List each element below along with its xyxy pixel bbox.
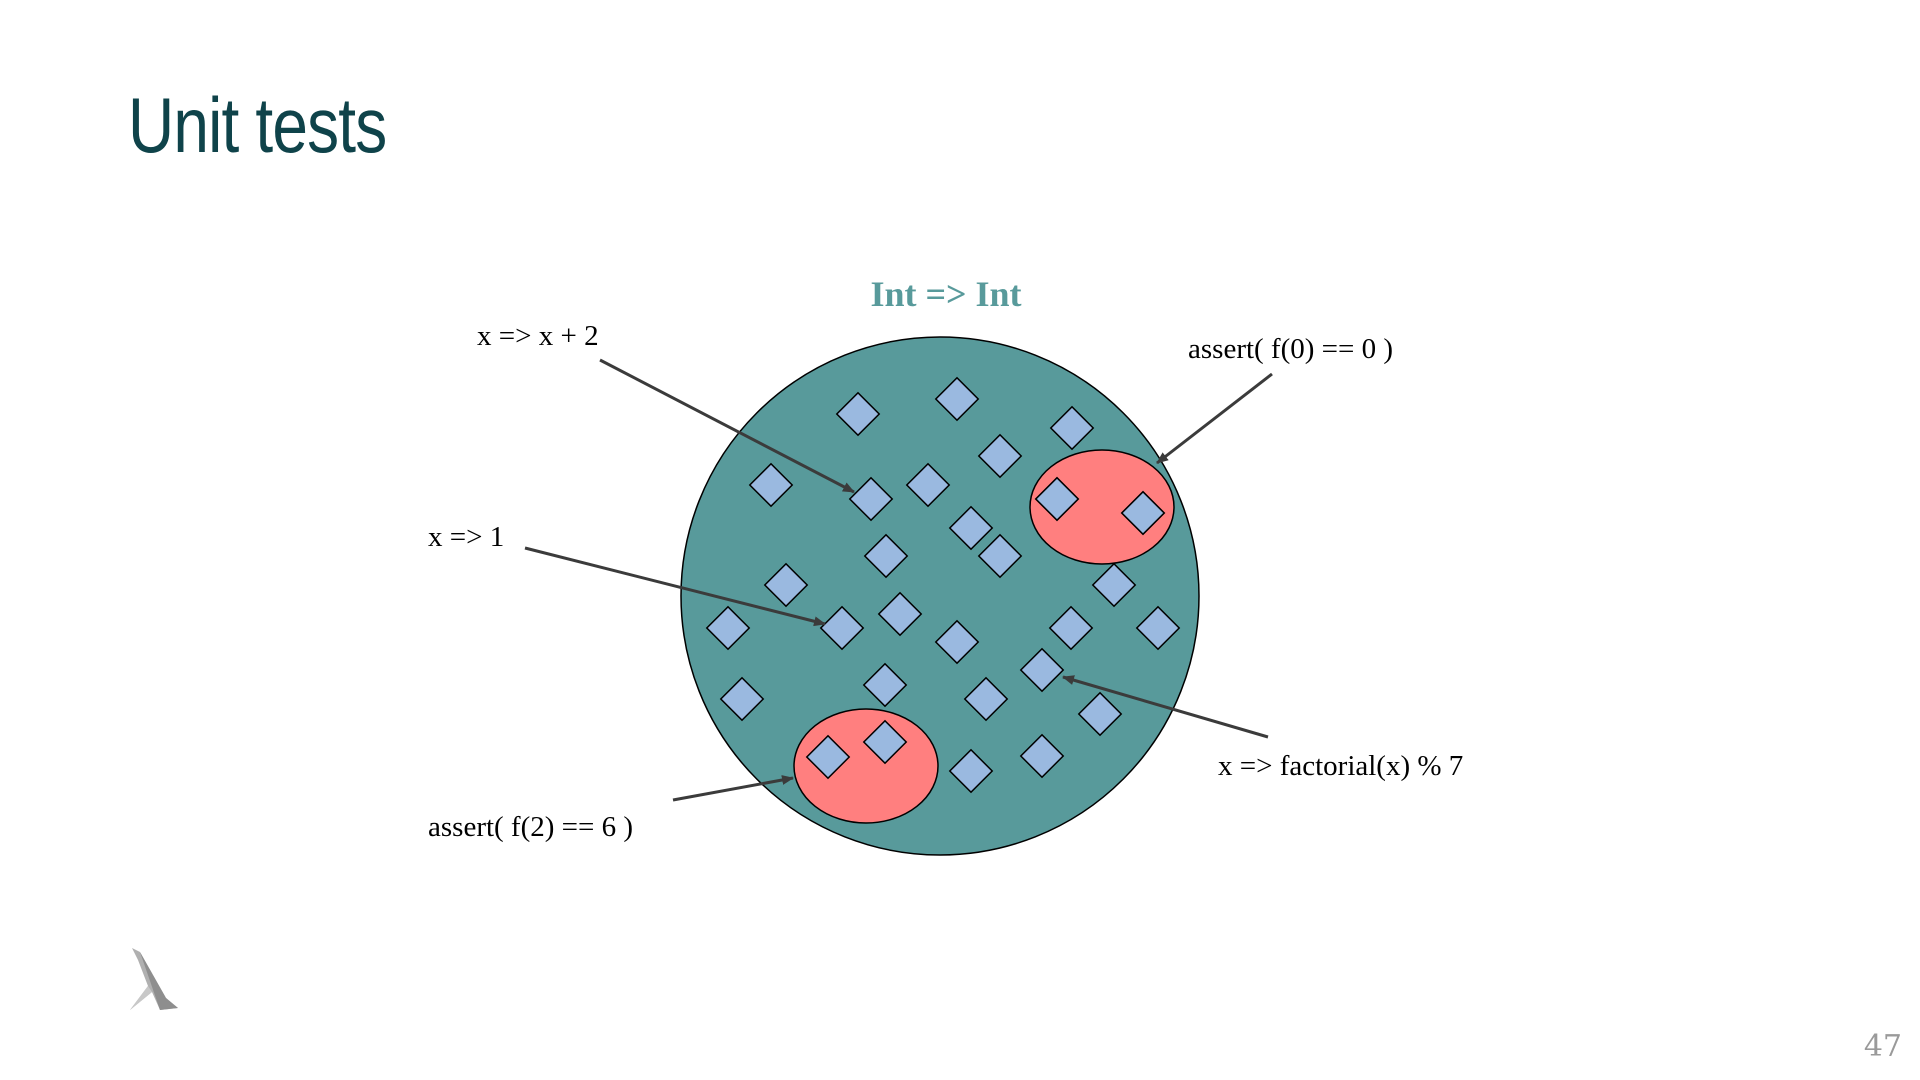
function-element (977, 433, 1023, 479)
function-element (948, 505, 994, 551)
function-element (805, 734, 851, 780)
function-element (862, 719, 908, 765)
arrow-assert-zero (1156, 372, 1273, 465)
function-element (748, 462, 794, 508)
function-element (1120, 490, 1166, 536)
function-element (1019, 733, 1065, 779)
function-element (877, 591, 923, 637)
function-element (862, 662, 908, 708)
function-element (863, 533, 909, 579)
arrow-plus-two (599, 358, 855, 494)
arrow-const-one (524, 546, 826, 627)
function-element (963, 676, 1009, 722)
function-element (934, 619, 980, 665)
function-element (977, 533, 1023, 579)
label-const-one: x => 1 (428, 521, 504, 553)
function-element (1048, 605, 1094, 651)
function-element (1135, 605, 1181, 651)
function-element (719, 676, 765, 722)
lambda-logo-icon (130, 948, 178, 1010)
label-plus-two: x => x + 2 (477, 320, 599, 352)
function-element (1019, 647, 1065, 693)
label-factorial: x => factorial(x) % 7 (1218, 750, 1463, 782)
function-element (948, 748, 994, 794)
function-element (1034, 476, 1080, 522)
function-elements (705, 376, 1181, 794)
function-element (763, 562, 809, 608)
slide-title: Unit tests (128, 81, 387, 169)
label-assert-two: assert( f(2) == 6 ) (428, 811, 633, 843)
function-element (848, 476, 894, 522)
label-assert-zero: assert( f(0) == 0 ) (1188, 333, 1393, 365)
page-number: 47 (1863, 1029, 1902, 1064)
function-element (1049, 405, 1095, 451)
function-element (905, 462, 951, 508)
function-element (1091, 562, 1137, 608)
function-element (1077, 691, 1123, 737)
function-element (705, 605, 751, 651)
set-title: Int => Int (870, 274, 1021, 314)
arrow-assert-two (672, 775, 794, 802)
test-region-f0 (1029, 449, 1175, 565)
function-element (835, 391, 881, 437)
function-element (934, 376, 980, 422)
arrow-factorial (1062, 675, 1269, 739)
function-element (819, 605, 865, 651)
